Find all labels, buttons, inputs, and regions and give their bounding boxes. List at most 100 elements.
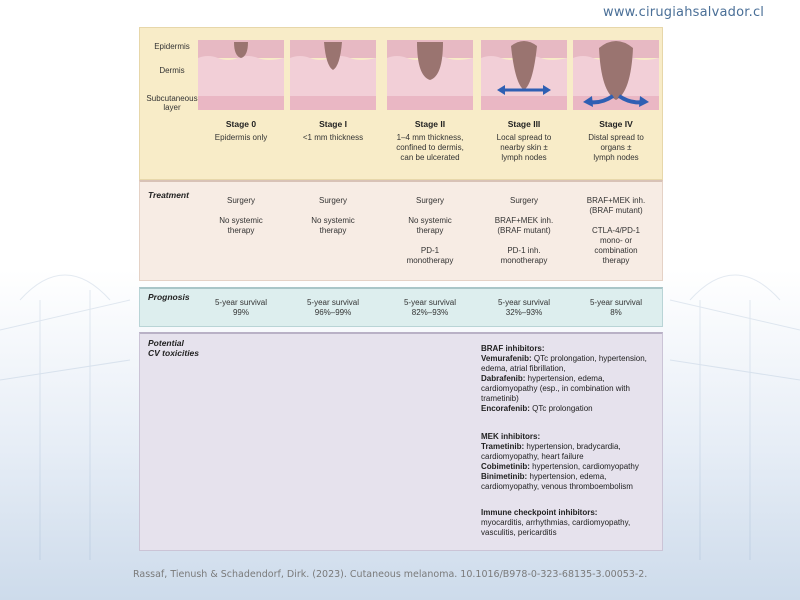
treatment-label: Treatment	[148, 190, 189, 200]
cell-line: 5-year survival	[497, 298, 550, 307]
cell-line: BRAF+MEK inh.	[494, 216, 554, 225]
citation: Rassaf, Tienush & Schadendorf, Dirk. (20…	[133, 569, 648, 580]
prognosis-panel: Prognosis 5-year survival 99% 5-year sur…	[139, 287, 663, 327]
cell-line: 96%–99%	[314, 308, 352, 317]
tox-item: Binimetinib: hypertension, edema, cardio…	[481, 472, 661, 492]
prognosis-stage-2: 5-year survival 82%–93%	[382, 298, 478, 318]
stage-4-skin-diagram	[573, 40, 659, 110]
stages-panel: Epidermis Dermis Subcutaneous layer	[139, 27, 663, 180]
cell-line: No systemic	[408, 216, 452, 225]
cell-line: combination	[594, 246, 638, 255]
drug-effects: QTc prolongation	[529, 404, 593, 413]
desc-line: Distal spread to	[588, 133, 644, 142]
cv-toxicities-label: Potential CV toxicities	[148, 338, 199, 358]
tox-item: Trametinib: hypertension, bradycardia, c…	[481, 442, 661, 462]
cell-line: 8%	[610, 308, 622, 317]
cell-line: PD-1	[420, 246, 440, 255]
cell-line: therapy	[319, 226, 347, 235]
desc-line: organs ±	[600, 143, 632, 152]
website-watermark: www.cirugiahsalvador.cl	[603, 5, 765, 20]
cell-line: (BRAF mutant)	[589, 206, 643, 215]
prognosis-label: Prognosis	[148, 292, 190, 302]
stage-2-description: 1–4 mm thickness, confined to dermis, ca…	[382, 133, 478, 163]
cell-line: mono- or	[599, 236, 632, 245]
cell-line: monotherapy	[500, 256, 548, 265]
cell-line: 99%	[232, 308, 249, 317]
desc-line: confined to dermis,	[396, 143, 464, 152]
cell-line: CTLA-4/PD-1	[591, 226, 640, 235]
cell-line: 5-year survival	[306, 298, 359, 307]
desc-line: 1–4 mm thickness,	[396, 133, 464, 142]
distal-spread-arrow-icon	[583, 94, 649, 107]
stage-3-skin-diagram	[481, 40, 567, 110]
cell-line	[476, 236, 572, 246]
cell-line: 82%–93%	[411, 308, 449, 317]
desc-line: <1 mm thickness	[302, 133, 364, 142]
prognosis-stage-4: 5-year survival 8%	[568, 298, 664, 318]
subcutaneous-label: Subcutaneous layer	[146, 94, 198, 112]
cell-line: Surgery	[226, 196, 255, 205]
mek-inhibitors-group: MEK inhibitors: Trametinib: hypertension…	[481, 432, 661, 492]
desc-line: lymph nodes	[501, 153, 547, 162]
desc-line: nearby skin ±	[500, 143, 548, 152]
prognosis-stage-1: 5-year survival 96%–99%	[285, 298, 381, 318]
cell-line: monotherapy	[406, 256, 454, 265]
label-line: Potential	[148, 338, 184, 348]
drug-effects: hypertension, cardiomyopathy	[529, 462, 639, 471]
cell-line	[193, 206, 289, 216]
cell-line: (BRAF mutant)	[497, 226, 551, 235]
drug-name: Cobimetinib:	[481, 462, 530, 471]
stage-3-description: Local spread to nearby skin ± lymph node…	[476, 133, 572, 163]
cell-line: therapy	[602, 256, 630, 265]
braf-inhibitors-group: BRAF inhibitors: Vemurafenib: QTc prolon…	[481, 344, 661, 414]
cell-line: 5-year survival	[589, 298, 642, 307]
tumor-shape	[234, 42, 248, 58]
treatment-stage-2: Surgery No systemic therapy PD-1 monothe…	[382, 196, 478, 266]
group-heading: BRAF inhibitors:	[481, 344, 545, 353]
drug-effects: hypertension, edema, cardiomyopathy, ven…	[481, 472, 633, 491]
cell-line	[285, 206, 381, 216]
drug-effects: hypertension, edema, cardiomyopathy (esp…	[481, 374, 630, 403]
treatment-stage-3: Surgery BRAF+MEK inh. (BRAF mutant) PD-1…	[476, 196, 572, 266]
treatment-stage-1: Surgery No systemic therapy	[285, 196, 381, 236]
cell-line: therapy	[227, 226, 255, 235]
drug-effects: myocarditis, arrhythmias, cardiomyopathy…	[481, 518, 631, 537]
cell-line: Surgery	[509, 196, 538, 205]
stage-3-title: Stage III	[507, 119, 541, 129]
treatment-panel: Treatment Surgery No systemic therapy Su…	[139, 180, 663, 281]
tox-item: Encorafenib: QTc prolongation	[481, 404, 661, 414]
group-heading: MEK inhibitors:	[481, 432, 541, 441]
cell-line: No systemic	[219, 216, 263, 225]
cell-line: 5-year survival	[214, 298, 267, 307]
stage-1-title: Stage I	[319, 119, 347, 129]
desc-line: lymph nodes	[593, 153, 639, 162]
treatment-stage-0: Surgery No systemic therapy	[193, 196, 289, 236]
cell-line: No systemic	[311, 216, 355, 225]
tox-item: Dabrafenib: hypertension, edema, cardiom…	[481, 374, 661, 404]
cell-line: Surgery	[318, 196, 347, 205]
desc-line: can be ulcerated	[400, 153, 460, 162]
cv-toxicities-panel: Potential CV toxicities BRAF inhibitors:…	[139, 332, 663, 551]
desc-line: Local spread to	[496, 133, 552, 142]
label-line: CV toxicities	[148, 348, 200, 358]
epidermis-label: Epidermis	[154, 42, 190, 51]
drug-name: Dabrafenib:	[481, 374, 526, 383]
stage-0-title: Stage 0	[225, 119, 257, 129]
treatment-stage-4: BRAF+MEK inh. (BRAF mutant) CTLA-4/PD-1 …	[568, 196, 664, 266]
stage-1-description: <1 mm thickness	[285, 133, 381, 143]
cell-line	[476, 206, 572, 216]
cell-line: BRAF+MEK inh.	[586, 196, 646, 205]
drug-name: Vemurafenib:	[481, 354, 532, 363]
drug-name: Binimetinib:	[481, 472, 528, 481]
desc-line: Epidermis only	[214, 133, 268, 142]
stage-4-description: Distal spread to organs ± lymph nodes	[568, 133, 664, 163]
drug-name: Encorafenib:	[481, 404, 530, 413]
stage-0-skin-diagram	[198, 40, 284, 110]
cell-line: therapy	[416, 226, 444, 235]
local-spread-arrow-icon	[497, 85, 551, 95]
drug-name: Trametinib:	[481, 442, 525, 451]
cell-line: Surgery	[415, 196, 444, 205]
tox-item: Cobimetinib: hypertension, cardiomyopath…	[481, 462, 661, 472]
stage-1-skin-diagram	[290, 40, 376, 110]
